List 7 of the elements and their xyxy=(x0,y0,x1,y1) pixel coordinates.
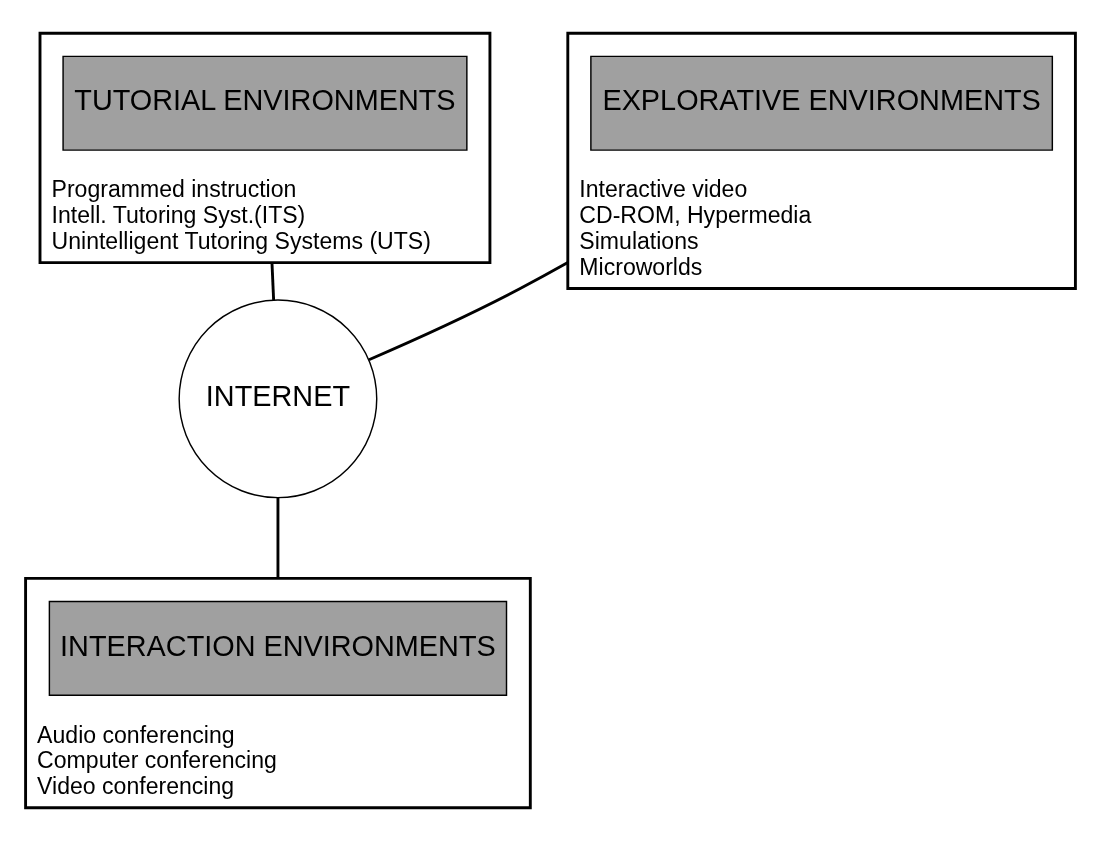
connector xyxy=(270,262,276,300)
node-box: EXPLORATIVE ENVIRONMENTS xyxy=(590,55,1054,151)
connector xyxy=(276,497,280,579)
node-box: INTERACTION ENVIRONMENTS xyxy=(48,600,508,696)
connector xyxy=(368,261,569,362)
node-box: TUTORIAL ENVIRONMENTS xyxy=(62,55,468,151)
node-circle: INTERNET xyxy=(178,299,378,499)
